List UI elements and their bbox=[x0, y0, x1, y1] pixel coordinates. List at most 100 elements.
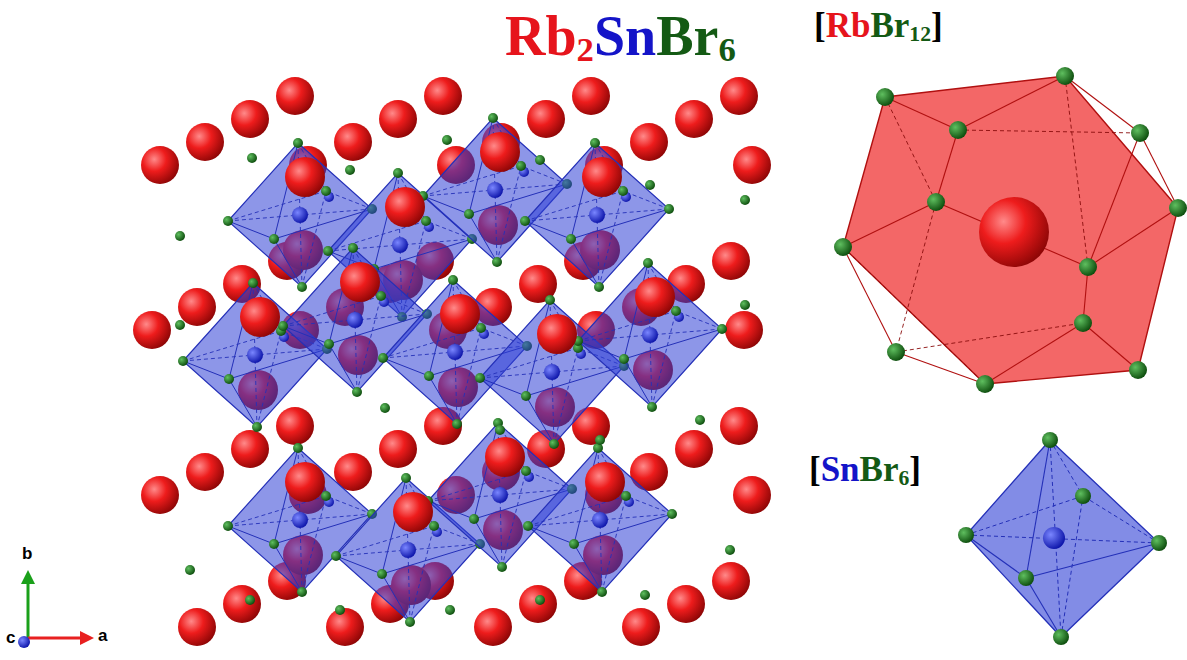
axis-label: a bbox=[98, 626, 107, 646]
axis-b bbox=[27, 582, 30, 638]
br-atom bbox=[549, 439, 559, 449]
formula-subscript: 2 bbox=[577, 30, 594, 69]
sn-atom bbox=[292, 207, 308, 223]
axis-label: b bbox=[22, 544, 32, 564]
br-atom bbox=[976, 375, 994, 393]
br-atom bbox=[278, 321, 288, 331]
br-atom bbox=[445, 605, 455, 615]
br-atom bbox=[1169, 199, 1187, 217]
br-atom bbox=[380, 403, 390, 413]
polyhedron-edge bbox=[1065, 76, 1088, 267]
sn-atom bbox=[447, 344, 463, 360]
br-atom bbox=[619, 354, 629, 364]
formula-part: Br bbox=[870, 6, 909, 45]
rb-atom bbox=[141, 146, 179, 184]
rb-atom bbox=[326, 608, 364, 646]
br-atom bbox=[497, 562, 507, 572]
snbr6-octahedron bbox=[578, 263, 722, 407]
br-atom bbox=[323, 246, 333, 256]
br-atom bbox=[269, 234, 279, 244]
br-atom bbox=[1053, 629, 1069, 645]
polyhedron-edge bbox=[958, 130, 1140, 133]
br-atom bbox=[448, 275, 458, 285]
rb-atom bbox=[178, 608, 216, 646]
octahedron-edges bbox=[423, 118, 567, 262]
polyhedron-edge bbox=[885, 97, 936, 202]
br-atom bbox=[321, 186, 331, 196]
polyhedron-edge bbox=[985, 323, 1083, 384]
snbr6-octahedron bbox=[423, 118, 567, 262]
snbr6-octahedron bbox=[528, 448, 672, 592]
sn-atom bbox=[392, 237, 408, 253]
rb-atom bbox=[240, 297, 280, 337]
polyhedron-edge bbox=[885, 97, 958, 130]
polyhedron-edge bbox=[1061, 496, 1083, 637]
br-atom bbox=[321, 491, 331, 501]
rb-atom bbox=[733, 146, 771, 184]
octahedron-edges bbox=[525, 143, 669, 287]
axis-c bbox=[18, 636, 30, 648]
br-atom bbox=[740, 195, 750, 205]
rb-atom bbox=[720, 77, 758, 115]
br-atom bbox=[643, 258, 653, 268]
formula-subscript: 6 bbox=[718, 30, 735, 69]
polyhedron-edge bbox=[936, 130, 958, 202]
br-atom bbox=[378, 353, 388, 363]
br-atom bbox=[464, 209, 474, 219]
rb-atom bbox=[285, 462, 325, 502]
rb-atom bbox=[223, 585, 261, 623]
rb-atom bbox=[622, 608, 660, 646]
br-atom bbox=[1131, 124, 1149, 142]
polyhedron-edge bbox=[843, 247, 985, 384]
rb-atom bbox=[334, 123, 372, 161]
polyhedron-edge bbox=[1050, 440, 1083, 496]
rb-atom bbox=[276, 407, 314, 445]
br-atom bbox=[452, 419, 462, 429]
br-atom bbox=[927, 193, 945, 211]
rb-atom bbox=[424, 77, 462, 115]
snbr6-octahedron bbox=[966, 440, 1159, 637]
axis-a bbox=[28, 637, 82, 640]
rb-atom bbox=[231, 100, 269, 138]
br-atom bbox=[695, 415, 705, 425]
br-atom bbox=[331, 551, 341, 561]
br-atom bbox=[671, 306, 681, 316]
formula-part: [ bbox=[814, 6, 826, 45]
br-atom bbox=[488, 113, 498, 123]
br-atom bbox=[1042, 432, 1058, 448]
polyhedron-edge bbox=[966, 535, 1026, 578]
rb-atom bbox=[582, 157, 622, 197]
rb-atom bbox=[979, 197, 1049, 267]
rb-atom bbox=[480, 132, 520, 172]
rb-atom bbox=[141, 476, 179, 514]
br-atom bbox=[834, 238, 852, 256]
polyhedron-edge bbox=[843, 247, 896, 352]
octahedron-edges bbox=[578, 263, 722, 407]
br-atom bbox=[725, 545, 735, 555]
br-atom bbox=[1151, 535, 1167, 551]
rbbr12-polyhedron bbox=[843, 76, 1178, 384]
br-atom bbox=[345, 165, 355, 175]
octahedron-edges bbox=[228, 448, 372, 592]
polyhedron-edge bbox=[1083, 323, 1138, 370]
br-atom bbox=[185, 565, 195, 575]
br-atom bbox=[1074, 314, 1092, 332]
sn-atom bbox=[592, 512, 608, 528]
br-atom bbox=[1056, 67, 1074, 85]
rb-atom bbox=[385, 187, 425, 227]
br-atom bbox=[324, 339, 334, 349]
rb-atom bbox=[276, 77, 314, 115]
br-atom bbox=[424, 371, 434, 381]
axis-arrowhead bbox=[80, 631, 94, 645]
polyhedron-edge bbox=[896, 352, 985, 384]
snbr6-octahedron bbox=[228, 448, 372, 592]
polyhedron-edge bbox=[896, 323, 1083, 352]
br-atom bbox=[621, 491, 631, 501]
rb-atom bbox=[712, 562, 750, 600]
sn-atom bbox=[487, 182, 503, 198]
rb-atom bbox=[720, 407, 758, 445]
br-atom bbox=[178, 356, 188, 366]
br-atom bbox=[887, 343, 905, 361]
br-atom bbox=[252, 422, 262, 432]
br-atom bbox=[569, 539, 579, 549]
